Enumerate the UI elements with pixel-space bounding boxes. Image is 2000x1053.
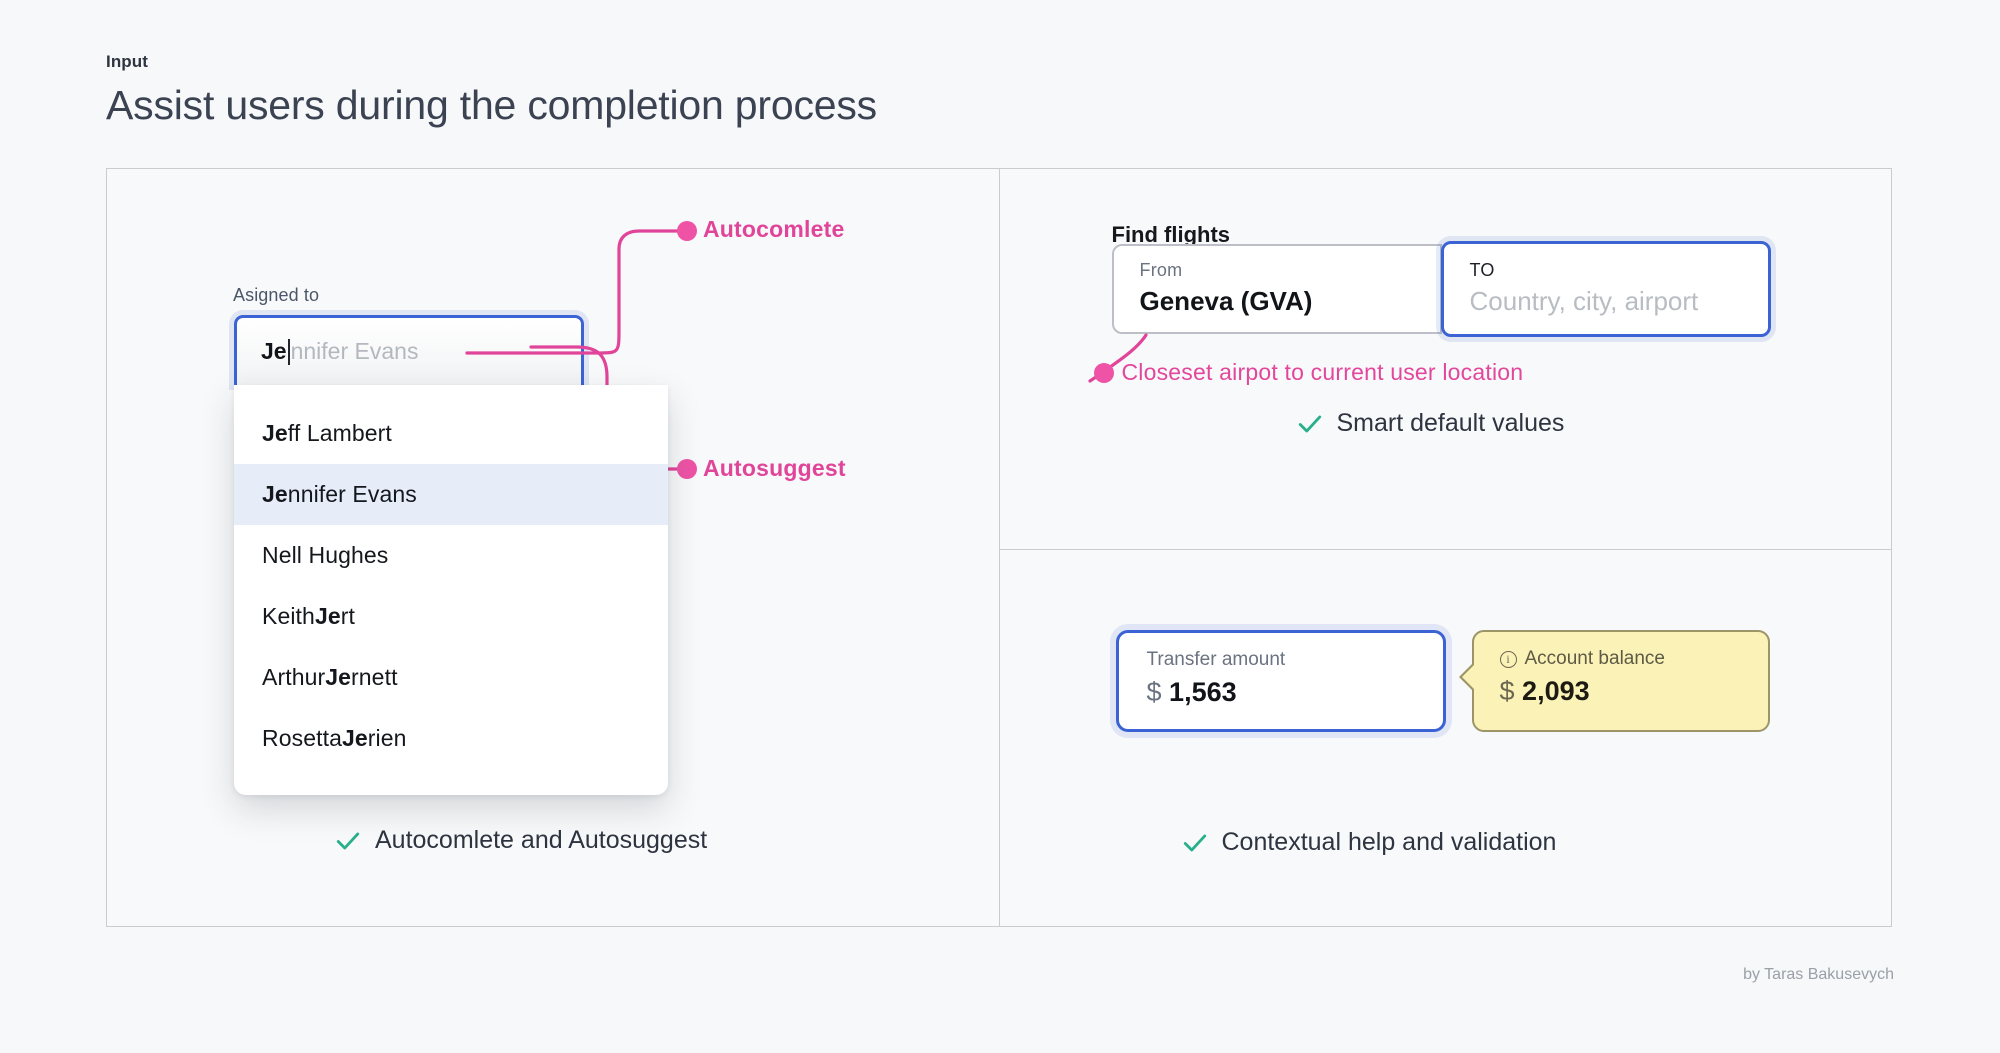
- panel-right: Find flights From Geneva (GVA) TO Countr…: [999, 169, 1892, 926]
- check-icon: [1183, 834, 1206, 851]
- annotation-dot-closest-airport: [1093, 363, 1114, 383]
- option-match: Je: [325, 664, 352, 690]
- option-match: Je: [341, 725, 368, 751]
- to-field[interactable]: TO Country, city, airport: [1440, 241, 1771, 337]
- option-rest: Rosetta: [262, 725, 342, 751]
- option-match: Je: [262, 420, 288, 446]
- page-header: Input Assist users during the completion…: [106, 52, 877, 129]
- transfer-amount-value-row: $ 1,563: [1147, 677, 1415, 708]
- caption-smart-defaults: Smart default values: [1297, 409, 1565, 438]
- option-rest-2: rnett: [351, 664, 398, 690]
- currency-symbol: $: [1146, 677, 1162, 707]
- account-balance-label: Account balance: [1524, 648, 1666, 669]
- option-match: Je: [262, 481, 288, 507]
- tooltip-body: i Account balance $ 2,093: [1458, 630, 1770, 732]
- caption-autocomplete: Autocomlete and Autosuggest: [335, 826, 707, 855]
- text-caret: [287, 338, 290, 365]
- annotation-label-autocomplete: Autocomlete: [703, 216, 845, 242]
- find-flights-fields: From Geneva (GVA) TO Country, city, airp…: [1111, 241, 1771, 337]
- assigned-to-label: Asigned to: [233, 285, 320, 305]
- annotation-dot-autosuggest: [677, 459, 697, 479]
- option-rest: ff Lambert: [287, 420, 392, 446]
- account-balance-value: 2,093: [1522, 676, 1590, 706]
- info-icon: i: [1499, 650, 1517, 668]
- find-flights-title: Find flights: [1111, 222, 1231, 247]
- eyebrow-label: Input: [106, 52, 149, 71]
- option-rest: nnifer Evans: [287, 481, 417, 507]
- account-balance-label-row: i Account balance: [1499, 648, 1742, 670]
- transfer-row: Transfer amount $ 1,563 i Account balanc…: [1115, 630, 1770, 732]
- from-field-value: Geneva (GVA): [1139, 286, 1313, 316]
- input-typed-text: Je: [261, 338, 287, 364]
- caption-text: Smart default values: [1336, 409, 1565, 437]
- input-ghost-completion: nnifer Evans: [290, 338, 419, 364]
- annotation-label-autosuggest: Autosuggest: [703, 455, 846, 481]
- option-match: Je: [314, 603, 341, 629]
- check-icon: [336, 832, 360, 849]
- option-rest: Keith: [262, 603, 315, 629]
- panel-find-flights: Find flights From Geneva (GVA) TO Countr…: [999, 169, 1891, 550]
- option-rest: Arthur: [262, 664, 326, 690]
- to-field-placeholder: Country, city, airport: [1469, 286, 1699, 316]
- annotation-label-closest-airport: Closeset airpot to current user location: [1121, 359, 1524, 385]
- transfer-amount-value: 1,563: [1169, 677, 1237, 707]
- from-field[interactable]: From Geneva (GVA): [1111, 244, 1442, 334]
- option-rest-2: rt: [340, 603, 355, 629]
- option-rest: Nell Hughes: [262, 542, 389, 568]
- from-field-label: From: [1139, 260, 1183, 280]
- list-item[interactable]: Nell Hughes: [234, 525, 668, 586]
- caption-contextual-help: Contextual help and validation: [1182, 828, 1557, 857]
- account-balance-value-row: $ 2,093: [1500, 676, 1742, 707]
- transfer-amount-label: Transfer amount: [1146, 649, 1286, 670]
- tooltip-arrow: [1458, 662, 1475, 692]
- caption-text: Contextual help and validation: [1221, 828, 1557, 856]
- page-title: Assist users during the completion proce…: [106, 82, 877, 128]
- caption-text: Autocomlete and Autosuggest: [375, 826, 708, 854]
- to-field-label: TO: [1469, 260, 1495, 280]
- check-icon: [1298, 415, 1321, 432]
- option-rest-2: rien: [367, 725, 407, 751]
- transfer-amount-field[interactable]: Transfer amount $ 1,563: [1115, 630, 1446, 732]
- author-credit: by Taras Bakusevych: [1743, 966, 1894, 983]
- account-balance-tooltip: i Account balance $ 2,093: [1458, 630, 1770, 732]
- currency-symbol: $: [1499, 676, 1515, 706]
- panel-contextual-help: Transfer amount $ 1,563 i Account balanc…: [1000, 550, 1892, 926]
- annotation-dot-autocomplete: [677, 221, 697, 241]
